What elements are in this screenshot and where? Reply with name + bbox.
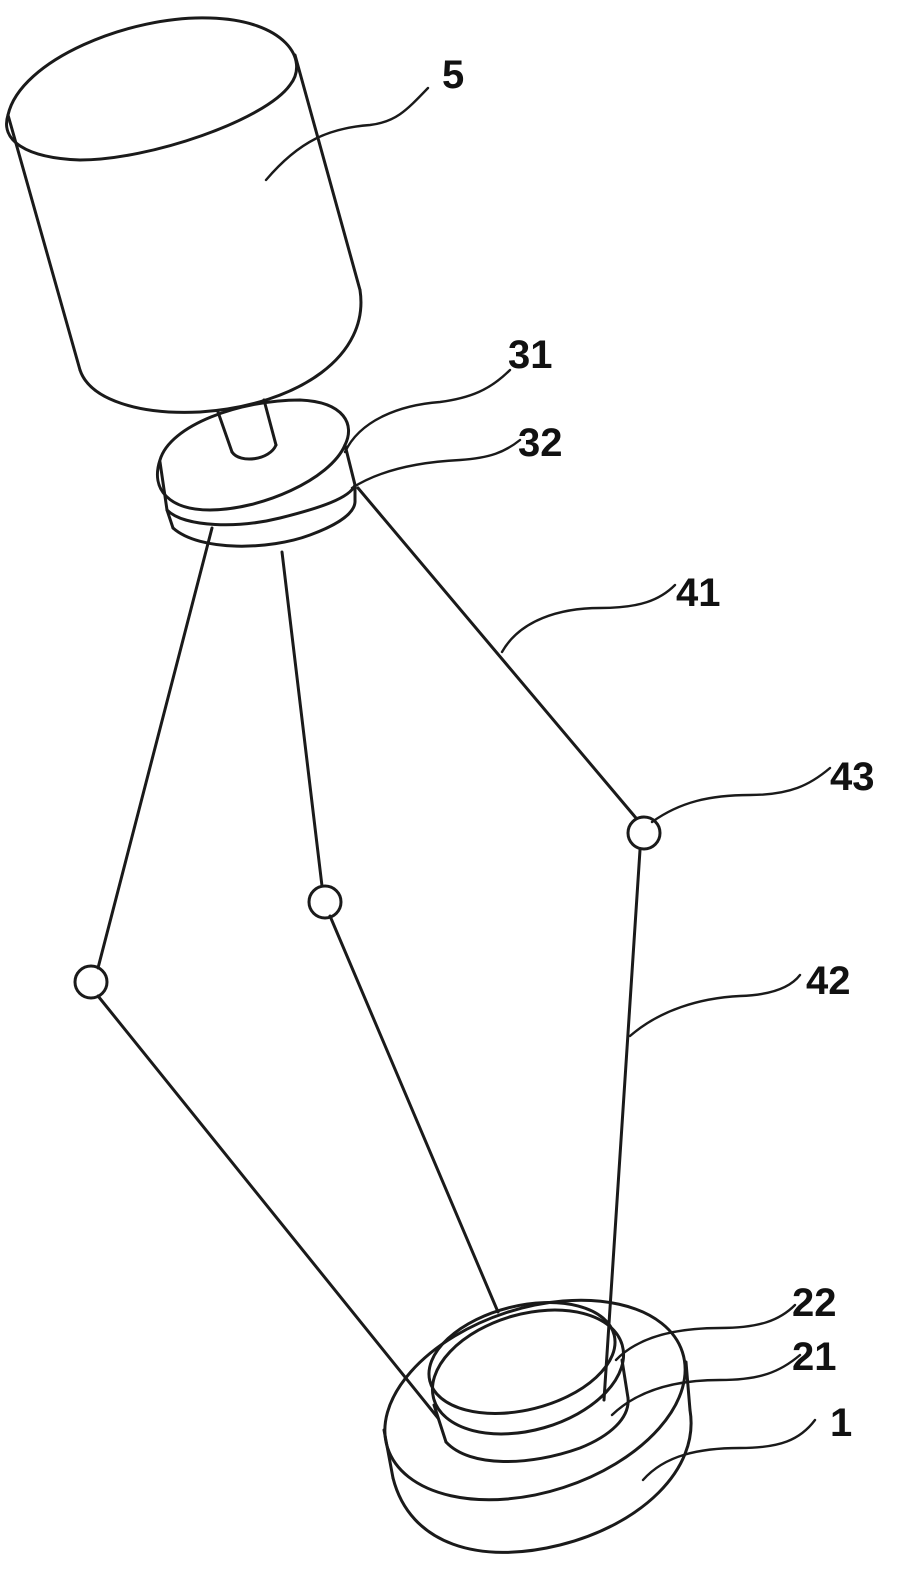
hinge-joints: [75, 817, 660, 998]
label-1: 1: [830, 1401, 852, 1445]
motor-body: [7, 18, 361, 413]
label-32: 32: [518, 421, 563, 465]
label-21: 21: [792, 1335, 837, 1379]
label-43: 43: [830, 755, 875, 799]
leader-lines: [266, 88, 830, 1480]
reference-numerals: 5 31 32 41 43 42 22 21 1: [442, 53, 875, 1445]
label-31: 31: [508, 333, 553, 377]
upper-disc-assembly: [157, 400, 355, 546]
linkage-rods: [98, 488, 640, 1418]
label-42: 42: [806, 959, 851, 1003]
base-assembly: [359, 1265, 711, 1553]
label-41: 41: [676, 571, 721, 615]
label-22: 22: [792, 1281, 837, 1325]
label-5: 5: [442, 53, 464, 97]
